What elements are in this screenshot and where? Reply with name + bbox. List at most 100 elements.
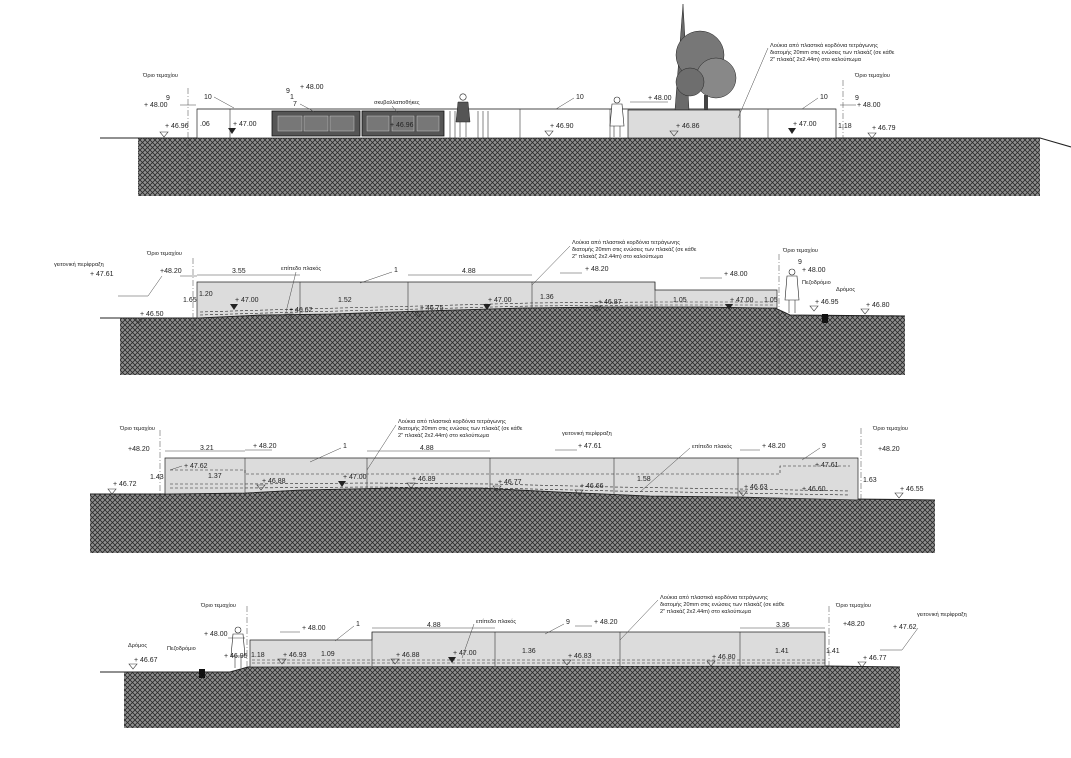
section-1: Όριο τεμαχίου Όριο τεμαχίου + 46.96 + 47… [100,3,1071,196]
level-label: + 46.80 [866,302,890,309]
dim-label: 1.18 [251,652,265,659]
person-figure [230,626,246,668]
ground-level-label: επίπεδο πλακός [476,618,516,625]
level-label: + 46.95 [224,653,248,660]
foundation [199,304,775,316]
dim-label: 9 [855,95,859,102]
ground-level-label: επίπεδο πλακός [692,443,732,450]
level-label: + 47.00 [343,474,367,481]
level-label: +48.20 [128,446,150,453]
level-label: + 48.20 [585,266,609,273]
level-label: + 46.66 [580,483,604,490]
level-label: + 46.96 [390,122,414,129]
dim-label: 4.88 [420,445,434,452]
level-label: + 46.86 [676,123,700,130]
louvre-note: 2" πλακάζ 2x2.44m) στο καλούπωμα [398,432,490,439]
dim-label: 1.65 [183,297,197,304]
level-label: + 46.93 [283,652,307,659]
dim-label: 9 [166,95,170,102]
dim-label: 1.20 [199,291,213,298]
dim-label: 1 [394,267,398,274]
dim-label: 1.36 [522,648,536,655]
level-label: + 48.00 [857,102,881,109]
louvre-note: Λούκια από πλαστικά κορδόνια τετράγωνης [660,594,768,601]
level-label: + 48.00 [802,267,826,274]
dim-label: 4.88 [462,268,476,275]
sidewalk-label: Πεζοδρόμιο [167,645,196,652]
level-label: + 48.00 [144,102,168,109]
dim-label: 4.88 [427,622,441,629]
plot-limit-label: Όριο τεμαχίου [854,73,890,79]
level-label: + 47.62 [893,624,917,631]
bollard [822,314,828,323]
dim-label: 9 [566,619,570,626]
level-label: + 48.00 [648,95,672,102]
dim-label: 3.55 [232,268,246,275]
neighbor-label: γειτονική περίφραξη [562,430,612,437]
level-label: + 47.61 [578,443,602,450]
neighbor-label: γειτονική περίφραξη [917,611,967,618]
louvre-note: διατομής 20mm στις ενώσεις των πλακάζ (σ… [770,49,895,56]
bollard [199,669,205,678]
dim-label: 3.21 [200,445,214,452]
earth-fill [138,138,1040,196]
level-label: + 46.88 [262,478,286,485]
louvre-note: Λούκια από πλαστικά κορδόνια τετράγωνης [398,418,506,425]
earth-fill [124,666,900,728]
dim-label: 9 [286,88,290,95]
dim-label: 1.58 [637,476,651,483]
dim-label: 1 [343,443,347,450]
level-label: +48.20 [160,268,182,275]
fence-wall [249,631,826,668]
louvre-note: 2" πλακάζ 2x2.44m) στο καλούπωμα [572,253,664,260]
dim-label: 1.36 [540,294,554,301]
level-label: + 46.72 [113,481,137,488]
plot-limit-label: Όριο τεμαχίου [200,603,236,609]
louvre-note: 2" πλακάζ 2x2.44m) στο καλούπωμα [770,56,862,63]
level-label: + 47.00 [730,297,754,304]
level-label: + 46.60 [802,486,826,493]
neighbor-label: γειτονική περίφραξη [54,261,104,268]
dim-label: 1.41 [826,648,840,655]
level-label: + 46.89 [412,476,436,483]
level-label: + 46.75 [420,305,444,312]
louvre-note: διατομής 20mm στις ενώσεις των πλακάζ (σ… [398,425,523,432]
louvre-note: διατομής 20mm στις ενώσεις των πλακάζ (σ… [572,246,697,253]
dim-label: 1 [290,94,294,101]
plot-limit-label: Όριο τεμαχίου [872,426,908,432]
section-2: Όριο τεμαχίου Όριο τεμαχίου γειτονική πε… [54,239,906,375]
level-label: + 46.77 [863,655,887,662]
dim-label: 1 [356,621,360,628]
level-label: + 47.00 [793,121,817,128]
section-3: Όριο τεμαχίου Όριο τεμαχίου γειτονική πε… [90,418,936,553]
dim-label: 1.18 [838,123,852,130]
level-label: + 46.88 [396,652,420,659]
level-label: + 46.95 [815,299,839,306]
dim-label: 9 [798,259,802,266]
dim-label: 1.43 [150,474,164,481]
dim-label: 1.41 [775,648,789,655]
level-label: + 47.00 [233,121,257,128]
ground-level-label: επίπεδο πλακός [281,265,321,272]
level-label: + 46.50 [140,311,164,318]
person-figure [455,93,471,137]
level-label: + 47.00 [488,297,512,304]
level-label: + 46.83 [568,653,592,660]
level-label: + 48.00 [724,271,748,278]
level-label: + 48.00 [204,631,228,638]
dim-label: 1.05 [764,297,778,304]
dim-label: 10 [820,94,828,101]
level-label: + 47.00 [453,650,477,657]
level-label: + 48.20 [594,619,618,626]
dim-label: 3.36 [776,622,790,629]
plot-limit-label: Όριο τεμαχίου [835,603,871,609]
louvre-note: 2" πλακάζ 2x2.44m) στο καλούπωμα [660,608,752,615]
level-label: + 46.63 [744,484,768,491]
plot-limit-label: Όριο τεμαχίου [782,248,818,254]
louvre-note: Λούκια από πλαστικά κορδόνια τετράγωνης [572,239,680,246]
dim-label: 10 [576,94,584,101]
level-label: + 46.67 [134,657,158,664]
level-label: + 46.77 [498,479,522,486]
level-label: + 48.20 [762,443,786,450]
